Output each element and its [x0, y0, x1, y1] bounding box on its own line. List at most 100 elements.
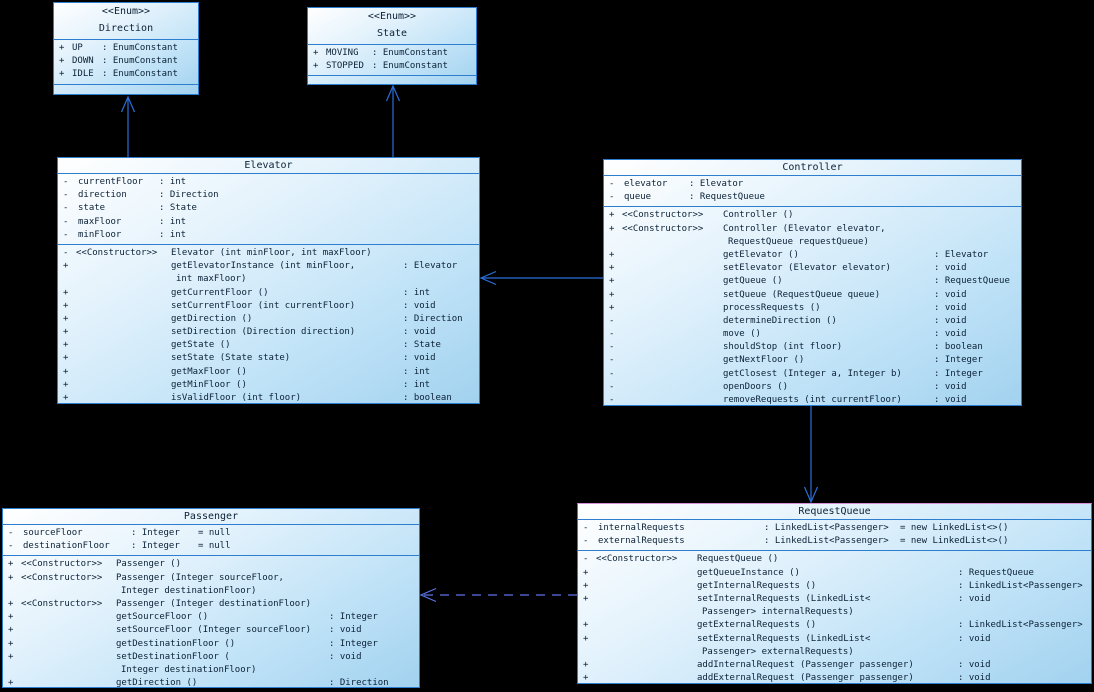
- methods-compartment: -<<Constructor>>RequestQueue ()+getQueue…: [578, 551, 1091, 685]
- method-row: +setInternalRequests (LinkedList<: void: [578, 593, 1091, 606]
- method-v: +: [583, 659, 589, 670]
- method-n: addInternalRequest (Passenger passenger): [697, 659, 914, 670]
- attribute-t: : EnumConstant: [102, 56, 178, 67]
- method-v: +: [63, 340, 69, 351]
- method-s: <<Constructor>>: [622, 210, 704, 221]
- attribute-n: internalRequests: [598, 523, 685, 533]
- method-n: setDirection (Direction direction): [171, 327, 356, 338]
- method-r: : State: [403, 340, 441, 351]
- method-v: +: [609, 263, 615, 274]
- method-v: +: [63, 393, 69, 403]
- attribute-t: : int: [159, 229, 187, 240]
- method-row: +setExternalRequests (LinkedList<: void: [578, 633, 1091, 646]
- method-r: : void: [958, 673, 991, 684]
- attribute-n: state: [78, 203, 106, 214]
- attribute-row: -internalRequests: LinkedList<Passenger>…: [578, 522, 1091, 535]
- connector-controller-requestqueue[interactable]: [803, 406, 819, 504]
- method-n: setState (State state): [171, 353, 291, 364]
- stereotype-label: <<Enum>>: [367, 11, 417, 22]
- method-row: +<<Constructor>>Controller (): [604, 209, 1021, 222]
- method-row: -move (): void: [604, 328, 1021, 341]
- method-row: +setDirection (Direction direction): voi…: [58, 326, 479, 339]
- method-s: <<Constructor>>: [622, 223, 704, 234]
- method-row: +processRequests (): void: [604, 302, 1021, 315]
- attribute-v: -: [8, 541, 14, 552]
- method-n: move (): [723, 329, 761, 340]
- method-v: -: [609, 395, 615, 405]
- method-v: +: [609, 223, 615, 234]
- class-box-passenger[interactable]: Passenger -sourceFloor: Integer= null-de…: [2, 508, 420, 688]
- class-name: RequestQueue: [578, 504, 1091, 520]
- method-v: -: [609, 355, 615, 366]
- method-v: +: [8, 625, 14, 636]
- class-box-requestqueue[interactable]: RequestQueue - internalRequests : LinkedLi…: [577, 503, 1092, 684]
- class-box-direction[interactable]: <<Enum>> Direction +UP: EnumConstant+DOW…: [53, 2, 199, 95]
- method-v: +: [63, 366, 69, 377]
- method-row: +setSourceFloor (Integer sourceFloor): v…: [3, 624, 419, 637]
- attribute-row: -direction: Direction: [58, 189, 479, 202]
- attribute-v: -: [63, 216, 69, 227]
- connector-requestqueue-passenger[interactable]: [419, 587, 577, 603]
- attribute-row: +MOVING: EnumConstant: [308, 47, 476, 60]
- attribute-row: +DOWN: EnumConstant: [54, 55, 198, 68]
- method-n: setElevator (Elevator elevator): [723, 263, 891, 274]
- attribute-v: -: [63, 190, 69, 201]
- attribute-row: -state: State: [58, 202, 479, 215]
- method-row: -shouldStop (int floor): boolean: [604, 341, 1021, 354]
- attributes-compartment: -elevator: Elevator-queue: RequestQueue: [604, 176, 1021, 208]
- method-n: getElevator (): [723, 249, 799, 260]
- class-box-elevator[interactable]: Elevator -currentFloor: int-direction: D…: [57, 157, 480, 404]
- method-v: +: [63, 379, 69, 390]
- method-v: -: [583, 554, 589, 565]
- attribute-t: : LinkedList<Passenger>: [764, 523, 889, 533]
- class-name: Direction: [98, 23, 154, 34]
- class-box-controller[interactable]: Controller -elevator: Elevator-queue: Re…: [603, 159, 1022, 406]
- method-n: Passenger (Integer destinationFloor): [116, 598, 312, 609]
- method-n: addExternalRequest (Passenger passenger): [697, 673, 914, 684]
- attribute-row: -externalRequests: LinkedList<Passenger>…: [578, 535, 1091, 548]
- method-r: : void: [329, 625, 362, 636]
- method-v: +: [8, 612, 14, 623]
- class-box-state[interactable]: <<Enum>> State +MOVING: EnumConstant+STO…: [307, 7, 477, 85]
- class-name: Controller: [604, 160, 1021, 176]
- method-r: : void: [934, 395, 967, 405]
- attribute-t: : int: [159, 177, 187, 187]
- method-n: getClosest (Integer a, Integer b): [723, 368, 902, 379]
- attribute-n: STOPPED: [326, 61, 364, 72]
- method-row: +setQueue (RequestQueue queue): void: [604, 289, 1021, 302]
- method-v: +: [609, 276, 615, 287]
- method-v: +: [63, 261, 69, 272]
- method-row: +getState (): State: [58, 339, 479, 352]
- method-v: +: [8, 638, 14, 649]
- method-n: setInternalRequests (LinkedList<: [697, 593, 871, 604]
- method-n: setCurrentFloor (int currentFloor): [171, 300, 356, 311]
- attribute-row: -queue: RequestQueue: [604, 191, 1021, 204]
- method-r: : Direction: [403, 313, 463, 324]
- attribute-row: -sourceFloor: Integer= null: [3, 527, 419, 540]
- method-r: : LinkedList<Passenger>: [958, 580, 1083, 591]
- connector-elevator-state[interactable]: [385, 84, 401, 157]
- attribute-row: -destinationFloor: Integer= null: [3, 540, 419, 553]
- method-row: Integer destinationFloor): [3, 664, 419, 677]
- method-row: +getSourceFloor (): Integer: [3, 611, 419, 624]
- method-v: +: [583, 620, 589, 631]
- method-row: +<<Constructor>>Passenger (Integer sourc…: [3, 572, 419, 585]
- attribute-v: -: [63, 203, 69, 214]
- method-row: -openDoors (): void: [604, 381, 1021, 394]
- method-n: getDirection (): [116, 678, 198, 689]
- method-v: +: [583, 567, 589, 578]
- connector-elevator-direction[interactable]: [120, 95, 136, 157]
- attribute-v: +: [59, 56, 65, 67]
- method-n: Integer destinationFloor): [121, 585, 257, 596]
- method-s: <<Constructor>>: [21, 572, 103, 583]
- method-row: +getDirection (): Direction: [58, 313, 479, 326]
- attribute-v: +: [59, 69, 65, 80]
- method-row: +getInternalRequests (): LinkedList<Pass…: [578, 580, 1091, 593]
- method-r: : void: [329, 651, 362, 662]
- method-row: +<<Constructor>>Passenger (): [3, 558, 419, 571]
- attribute-row: +STOPPED: EnumConstant: [308, 60, 476, 73]
- method-v: +: [583, 580, 589, 591]
- attribute-t: : EnumConstant: [102, 69, 178, 80]
- connector-controller-elevator[interactable]: [479, 270, 603, 286]
- method-n: getDestinationFloor (): [116, 638, 236, 649]
